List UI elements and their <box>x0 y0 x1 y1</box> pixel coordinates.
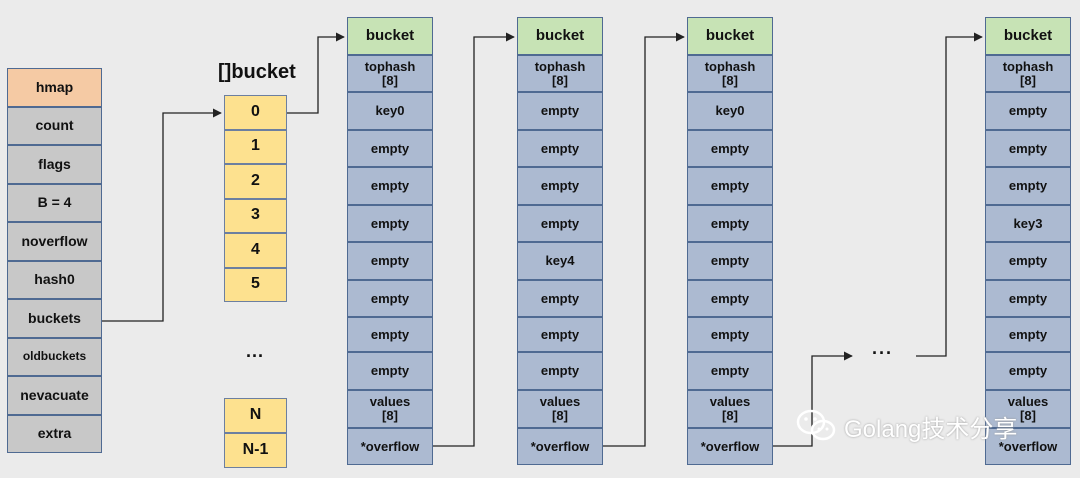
arrow-buckets-to-array <box>102 108 222 322</box>
bucket-key-slot: key0 <box>687 92 773 130</box>
bucket-key-slot: key0 <box>347 92 433 130</box>
hmap-header: hmap <box>7 68 102 107</box>
hmap-field: extra <box>7 414 102 453</box>
bucket-key-slot: key4 <box>517 242 603 280</box>
bucket-key-slot: empty <box>347 242 433 280</box>
bucket-key-slot: empty <box>347 167 433 205</box>
bucket-key-slot: empty <box>985 167 1071 205</box>
bucket-key-slot: empty <box>517 167 603 205</box>
hmap-field: count <box>7 106 102 145</box>
hmap-field: hash0 <box>7 260 102 299</box>
bucket-values: values [8] <box>985 390 1071 428</box>
bucket-key-slot: empty <box>517 352 603 390</box>
watermark: Golang技术分享 <box>796 408 1017 444</box>
hmap-field: oldbuckets <box>7 337 102 376</box>
bucket-header: bucket <box>347 17 433 55</box>
bucket-values: values [8] <box>517 390 603 428</box>
watermark-text: Golang技术分享 <box>844 415 1018 443</box>
arrow-overflow-1 <box>433 32 515 447</box>
bucket-key-slot: empty <box>985 130 1071 167</box>
bucket-key-slot: empty <box>687 205 773 242</box>
wechat-icon <box>796 409 836 441</box>
bucket-overflow-pointer: *overflow <box>985 428 1071 465</box>
bucket-key-slot: empty <box>517 280 603 317</box>
bucket-key-slot: empty <box>687 317 773 352</box>
bucket-tophash: tophash [8] <box>347 55 433 92</box>
bucket-array-slot: 0 <box>224 95 287 130</box>
bucket-key-slot: empty <box>687 130 773 167</box>
bucket-key-slot: empty <box>517 205 603 242</box>
hmap-field: flags <box>7 145 102 184</box>
bucket-key-slot: empty <box>687 352 773 390</box>
bucket-values: values [8] <box>347 390 433 428</box>
bucket-key-slot: empty <box>517 317 603 352</box>
hmap-field: nevacuate <box>7 376 102 415</box>
hmap-field: noverflow <box>7 222 102 261</box>
bucket-tophash: tophash [8] <box>985 55 1071 92</box>
bucket-key-slot: empty <box>347 130 433 167</box>
bucket-key-slot: empty <box>347 352 433 390</box>
overflow-chain-ellipsis: ··· <box>872 343 893 363</box>
hmap-field: B = 4 <box>7 183 102 222</box>
bucket-key-slot: empty <box>985 317 1071 352</box>
bucket-key-slot: empty <box>687 242 773 280</box>
bucket-key-slot: empty <box>985 352 1071 390</box>
bucket-key-slot: empty <box>517 130 603 167</box>
bucket-array-slot: 1 <box>224 129 287 164</box>
bucket-values: values [8] <box>687 390 773 428</box>
bucket-key-slot: empty <box>687 167 773 205</box>
bucket-key-slot: empty <box>347 280 433 317</box>
bucket-key-slot: empty <box>687 280 773 317</box>
arrow-to-last-bucket <box>916 32 983 357</box>
bucket-array-slot: N <box>224 398 287 433</box>
bucket-key-slot: empty <box>517 92 603 130</box>
bucket-array-slot: 5 <box>224 267 287 302</box>
bucket-header: bucket <box>517 17 603 55</box>
bucket-key-slot: key3 <box>985 205 1071 242</box>
bucket-header: bucket <box>985 17 1071 55</box>
arrow-overflow-3 <box>773 351 853 447</box>
arrow-overflow-2 <box>603 32 685 447</box>
arrow-slot0-to-bucket <box>287 32 345 114</box>
bucket-array-ellipsis: ... <box>246 341 265 361</box>
bucket-key-slot: empty <box>985 280 1071 317</box>
bucket-array-slot: 4 <box>224 233 287 268</box>
bucket-tophash: tophash [8] <box>687 55 773 92</box>
bucket-overflow-pointer: *overflow <box>687 428 773 465</box>
bucket-key-slot: empty <box>347 317 433 352</box>
bucket-array-slot: 2 <box>224 164 287 199</box>
bucket-key-slot: empty <box>985 242 1071 280</box>
bucket-header: bucket <box>687 17 773 55</box>
bucket-tophash: tophash [8] <box>517 55 603 92</box>
bucket-overflow-pointer: *overflow <box>517 428 603 465</box>
bucket-array-title: []bucket <box>218 61 296 83</box>
bucket-key-slot: empty <box>347 205 433 242</box>
bucket-key-slot: empty <box>985 92 1071 130</box>
bucket-array-slot: N-1 <box>224 433 287 468</box>
hmap-field: buckets <box>7 299 102 338</box>
bucket-array-slot: 3 <box>224 198 287 233</box>
bucket-overflow-pointer: *overflow <box>347 428 433 465</box>
